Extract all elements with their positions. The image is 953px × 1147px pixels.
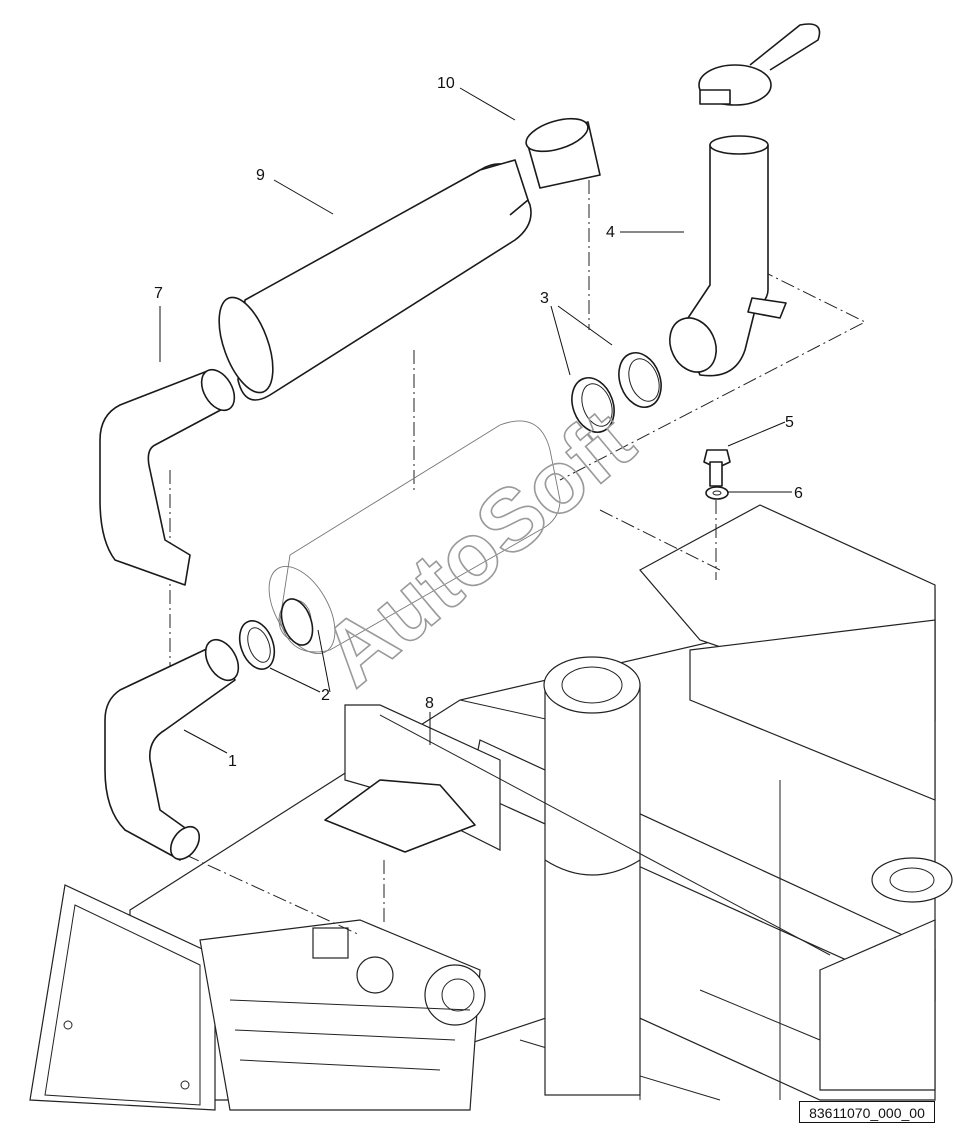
part-4-exhaust-stack (669, 135, 787, 377)
callout-8: 8 (425, 695, 434, 712)
part-5-bolt (703, 449, 731, 487)
flap-rain-cap (698, 23, 821, 106)
assembly-lines (169, 180, 867, 936)
right-turret (871, 857, 953, 903)
leader-lines (159, 87, 792, 754)
callout-labels: 10 9 4 3 7 5 6 2 8 1 (154, 75, 803, 770)
part-10-rain-cap (525, 117, 601, 189)
callout-4: 4 (606, 224, 615, 241)
support-bracket (324, 704, 831, 956)
part-7-upper-elbow-pipe (99, 368, 236, 586)
callout-9: 9 (256, 167, 265, 184)
part-9-muffler (218, 159, 532, 401)
part-3-band-clamps (571, 352, 662, 433)
part-6-washer (705, 486, 729, 500)
engine-block (199, 919, 486, 1111)
vertical-pipe-column (543, 656, 641, 1096)
part-1-lower-elbow-pipe (104, 638, 240, 861)
callout-2: 2 (321, 687, 330, 704)
callout-1: 1 (228, 753, 237, 770)
callout-5: 5 (785, 414, 794, 431)
callout-7: 7 (154, 285, 163, 302)
callout-6: 6 (794, 485, 803, 502)
callout-10: 10 (437, 75, 455, 92)
part-2-hose-clamp (238, 598, 314, 670)
document-id-label: 83611070_000_00 (799, 1101, 935, 1123)
callout-3: 3 (540, 290, 549, 307)
